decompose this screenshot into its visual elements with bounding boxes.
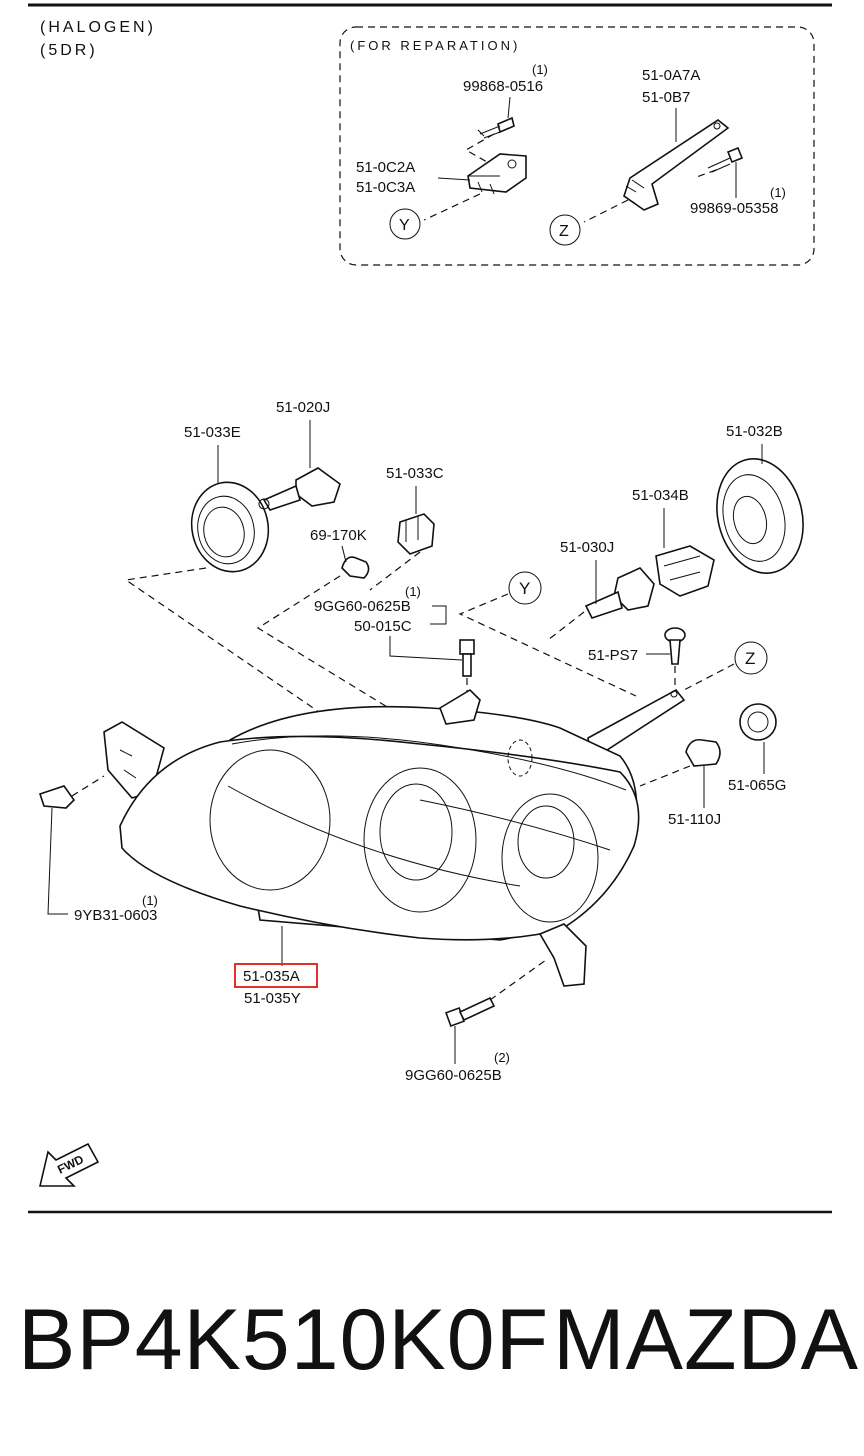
label-51-033e: 51-033E — [184, 424, 241, 441]
dust-cover-032b — [716, 458, 804, 574]
dust-cover-033e — [190, 481, 270, 573]
label-51-035y: 51-035Y — [244, 990, 301, 1007]
label-51-065g: 51-065G — [728, 777, 786, 794]
label-9yb31-0603: 9YB31-0603 — [74, 907, 157, 924]
inset-bolt — [707, 146, 744, 173]
lamp-stay — [587, 688, 686, 753]
inset-stay-a-label: 51-0A7A — [642, 67, 700, 84]
inset-stay-b-label: 51-0B7 — [642, 89, 690, 106]
inset-small-bracket — [467, 153, 527, 195]
socket-034b — [655, 545, 715, 597]
variant-halogen: (HALOGEN) — [40, 19, 156, 36]
inset-bracket-a-label: 51-0C2A — [356, 159, 415, 176]
callout-y-letter: Y — [519, 579, 530, 598]
bolt-015c — [459, 639, 475, 677]
inset-callout-y-letter: Y — [399, 217, 410, 234]
fwd-arrow-icon: FWD — [38, 1142, 100, 1187]
inset-callout-z — [549, 214, 581, 246]
label-9gg60-0625b-bottom: 9GG60-0625B — [405, 1067, 502, 1084]
inset-callout-y — [389, 208, 421, 240]
bulb-110j — [685, 738, 721, 767]
label-50-015c: 50-015C — [354, 618, 412, 635]
brand-name: MAZDA — [553, 1292, 859, 1388]
label-51-110j: 51-110J — [668, 811, 721, 828]
inset-screw-label: 99868-0516 — [463, 78, 543, 95]
headlamp-assembly — [103, 688, 640, 987]
inset-screw — [477, 116, 515, 139]
exploded-parts-diagram: (HALOGEN) (5DR) (FOR REPARATION) (1) 998… — [28, 3, 832, 1214]
inset-bolt-label: 99869-05358 — [690, 200, 778, 217]
inset-bracket-b-label: 51-0C3A — [356, 179, 415, 196]
footer: BP4K510K0F MAZDA — [0, 1290, 864, 1400]
label-51-ps7: 51-PS7 — [588, 647, 638, 664]
bulb-030j — [584, 567, 655, 619]
callout-z — [734, 641, 768, 675]
socket-065g — [739, 703, 777, 741]
label-51-030j: 51-030J — [560, 539, 614, 556]
inset-screw-qty: (1) — [532, 62, 548, 77]
label-9gg60-0625b-top: 9GG60-0625B — [314, 598, 411, 615]
label-51-020j: 51-020J — [276, 399, 330, 416]
label-51-032b: 51-032B — [726, 423, 783, 440]
clip-9yb31 — [38, 785, 76, 809]
label-51-034b: 51-034B — [632, 487, 689, 504]
callout-y — [508, 571, 542, 605]
bolt-bottom — [445, 996, 496, 1027]
label-bolt-bottom-qty: (2) — [494, 1050, 510, 1065]
rivet-ps7 — [664, 627, 686, 665]
highlight-box — [234, 963, 318, 988]
variant-5dr: (5DR) — [40, 42, 98, 59]
socket-033c — [397, 513, 435, 555]
label-69-170k: 69-170K — [310, 527, 367, 544]
reparation-inset: (FOR REPARATION) (1) 99868-0516 51-0C2A … — [339, 26, 815, 266]
inset-stay — [623, 119, 730, 211]
label-bolt-top-qty: (1) — [405, 584, 421, 599]
label-51-033c: 51-033C — [386, 465, 444, 482]
label-clip-qty: (1) — [142, 893, 158, 908]
inset-bolt-qty: (1) — [770, 185, 786, 200]
part-number: BP4K510K0F — [18, 1292, 550, 1388]
inset-callout-z-letter: Z — [559, 223, 569, 240]
callout-z-letter: Z — [745, 649, 755, 668]
inset-title: (FOR REPARATION) — [350, 38, 520, 53]
bulb-020j — [258, 467, 341, 511]
label-51-035a: 51-035A — [243, 968, 300, 985]
